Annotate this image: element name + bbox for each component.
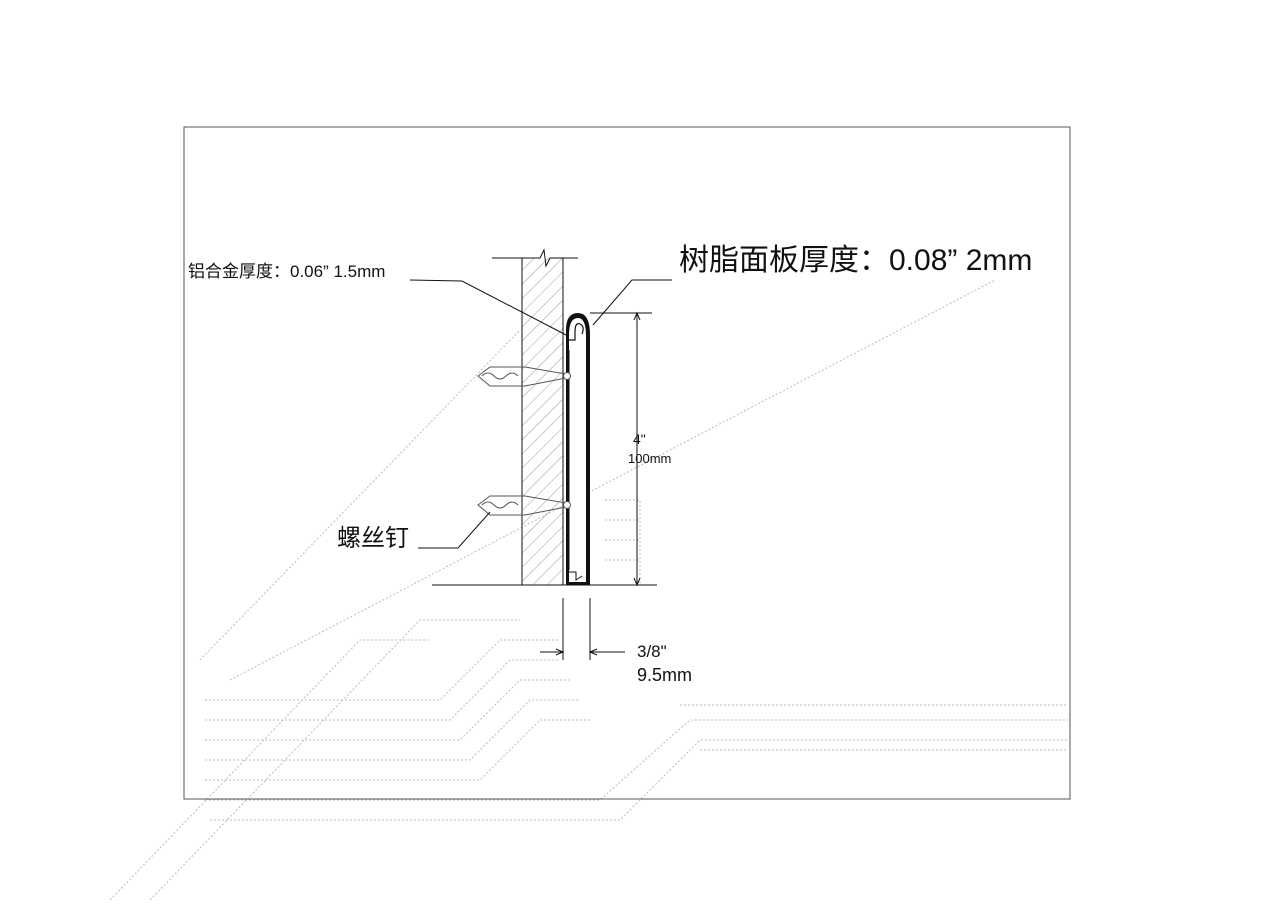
alloy-leader <box>409 279 569 337</box>
height-dimension <box>590 311 652 587</box>
drawing-frame <box>183 126 1071 800</box>
screw-label: 螺丝钉 <box>337 525 409 552</box>
gap-inch-label: 3/8" <box>637 642 667 661</box>
alloy-thickness-label: 铝合金厚度：0.06” 1.5mm <box>188 262 385 281</box>
height-mm-label: 100mm <box>628 451 671 466</box>
resin-panel-thickness-label: 树脂面板厚度：0.08” 2mm <box>679 244 1032 277</box>
screw-lower <box>477 495 571 516</box>
background-trace-lines <box>109 279 1068 901</box>
screw-leader <box>418 511 491 549</box>
skirting-profile <box>566 313 590 585</box>
break-line <box>492 248 578 268</box>
height-inch-label: 4" <box>633 431 646 447</box>
screw-upper <box>477 366 571 387</box>
resin-leader <box>592 279 672 326</box>
gap-dimension <box>540 598 625 660</box>
gap-mm-label: 9.5mm <box>637 665 692 685</box>
wall-section <box>492 248 578 585</box>
